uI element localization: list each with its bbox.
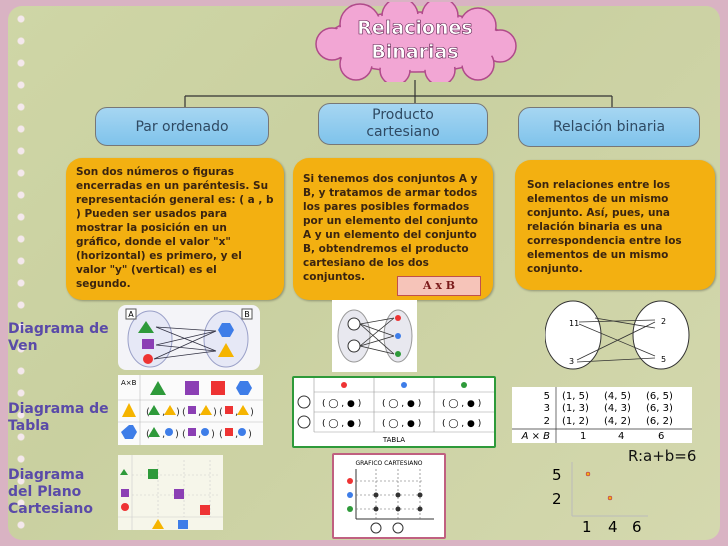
relation-caption: R:a+b=6 <box>628 447 697 465</box>
label-tabla-line1: Diagrama de <box>8 401 109 417</box>
note-par-text: Son dos números o figuras encerradas en … <box>76 166 274 290</box>
cell-4-2: (4, 2) <box>604 416 631 427</box>
svg-text:(: ( <box>146 429 150 440</box>
label-diagrama-ven: Diagrama de Ven <box>8 321 109 355</box>
footer-6: 6 <box>658 431 664 442</box>
svg-text:( ◯ , ● ): ( ◯ , ● ) <box>442 419 481 429</box>
cell-6-3: (6, 3) <box>646 403 673 414</box>
svg-text:,: , <box>198 429 201 440</box>
box-relacion-label: Relación binaria <box>552 119 666 135</box>
svg-text:): ) <box>248 429 252 440</box>
svg-text:,: , <box>235 429 238 440</box>
point-1-5 <box>585 471 591 477</box>
svg-text:(: ( <box>219 407 223 418</box>
tabla-image: ( ◯ , ● ) ( ◯ , ● ) ( ◯ , ● ) ( ◯ , ● ) ( ◯… <box>292 376 496 448</box>
plot-x-6: 6 <box>632 518 642 536</box>
row-y-2: 2 <box>544 416 550 427</box>
svg-text:( ◯ , ● ): ( ◯ , ● ) <box>442 399 481 409</box>
plot-x-4: 4 <box>608 518 618 536</box>
svg-text:(: ( <box>146 407 150 418</box>
numeric-venn-image: 11 3 2 5 <box>545 300 690 370</box>
plot-y-2: 2 <box>552 490 562 508</box>
label-plano-line1: Diagrama <box>8 467 85 483</box>
cell-4-3: (4, 3) <box>604 403 631 414</box>
svg-text:): ) <box>176 407 180 418</box>
title-line2: Binarias <box>371 41 458 63</box>
footer-axb: A × B <box>521 431 551 442</box>
svg-text:): ) <box>211 429 215 440</box>
svg-text:( ◯ , ● ): ( ◯ , ● ) <box>382 419 421 429</box>
axb-table-label: A×B <box>121 379 137 387</box>
hexagon-shape <box>218 323 234 337</box>
cell-1-3: (1, 3) <box>562 403 589 414</box>
svg-text:(: ( <box>182 429 186 440</box>
square-shape <box>142 339 154 349</box>
note-producto-text: Si tenemos dos conjuntos A y B, y tratam… <box>303 173 479 283</box>
label-ven-line2: Ven <box>8 338 38 354</box>
svg-text:,: , <box>198 407 201 418</box>
footer-4: 4 <box>618 431 624 442</box>
title-line1: Relaciones <box>357 17 472 39</box>
venn-a-label: A <box>128 310 134 319</box>
notebook-holes <box>12 10 30 530</box>
row-y-3: 3 <box>544 403 550 414</box>
label-ven-line1: Diagrama de <box>8 321 109 337</box>
note-par-ordenado: Son dos números o figuras encerradas en … <box>66 158 284 300</box>
label-plano-line3: Cartesiano <box>8 501 93 517</box>
triangle-yellow-shape <box>218 343 234 357</box>
venn-b-label: B <box>244 310 250 319</box>
cell-4-5: (4, 5) <box>604 391 631 402</box>
footer-1: 1 <box>580 431 586 442</box>
box-par-ordenado-label: Par ordenado <box>135 118 229 135</box>
venn-num-2: 2 <box>661 317 666 326</box>
label-diagrama-tabla: Diagrama de Tabla <box>8 401 109 435</box>
plot-y-5: 5 <box>552 466 562 484</box>
relation-plot: 5 2 1 4 6 <box>552 462 648 536</box>
box-par-ordenado: Par ordenado <box>95 107 269 146</box>
label-tabla-line2: Tabla <box>8 418 50 434</box>
plot-x-1: 1 <box>582 518 592 536</box>
svg-text:,: , <box>162 407 165 418</box>
box-relacion-binaria: Relación binaria <box>518 107 700 147</box>
svg-text:( ◯ , ● ): ( ◯ , ● ) <box>322 399 361 409</box>
box-producto-cartesiano: Producto cartesiano <box>318 103 488 145</box>
svg-text:(: ( <box>219 429 223 440</box>
smiley-oval-image <box>332 300 417 372</box>
svg-text:,: , <box>162 429 165 440</box>
svg-text:( ◯ , ● ): ( ◯ , ● ) <box>322 419 361 429</box>
row-y-5: 5 <box>544 391 550 402</box>
note-relacion: Son relaciones entre los elementos de un… <box>515 160 715 290</box>
cell-1-2: (1, 2) <box>562 416 589 427</box>
tabla-caption: TABLA <box>382 436 405 444</box>
cell-6-5: (6, 5) <box>646 391 673 402</box>
grafico-caption: GRAFICO CARTESIANO <box>355 460 422 467</box>
svg-text:( ◯ , ● ): ( ◯ , ● ) <box>382 399 421 409</box>
venn-num-5: 5 <box>661 355 666 364</box>
venn-num-3: 3 <box>569 357 574 366</box>
title-cloud: Relaciones Binarias <box>315 2 517 82</box>
point-4-2 <box>607 495 613 501</box>
circle-shape <box>143 354 153 364</box>
cell-1-5: (1, 5) <box>562 391 589 402</box>
cell-6-2: (6, 2) <box>646 416 673 427</box>
label-plano-line2: del Plano <box>8 484 82 500</box>
svg-text:): ) <box>250 407 254 418</box>
svg-text:): ) <box>213 407 217 418</box>
math-axb-table: 5 (1, 5) (4, 5) (6, 5) 3 (1, 3) (4, 3) (… <box>512 387 692 443</box>
note-relacion-text: Son relaciones entre los elementos de un… <box>527 179 682 275</box>
venn-num-11: 11 <box>569 319 579 328</box>
box-producto-label: Producto cartesiano <box>366 107 440 140</box>
triangle-shape <box>138 321 154 333</box>
axb-badge: A x B <box>397 276 481 296</box>
note-producto: Si tenemos dos conjuntos A y B, y tratam… <box>293 158 493 300</box>
venn-shapes-image: A B <box>118 305 260 370</box>
shapes-cartesian-image <box>118 455 223 530</box>
svg-text:,: , <box>235 407 238 418</box>
axb-shapes-table-image: A×B (,) (,) (,) (,) (,) (,) <box>118 375 263 445</box>
label-diagrama-plano: Diagrama del Plano Cartesiano <box>8 467 93 518</box>
grafico-cartesiano-image: GRAFICO CARTESIANO <box>332 453 446 539</box>
svg-text:(: ( <box>182 407 186 418</box>
svg-text:): ) <box>175 429 179 440</box>
